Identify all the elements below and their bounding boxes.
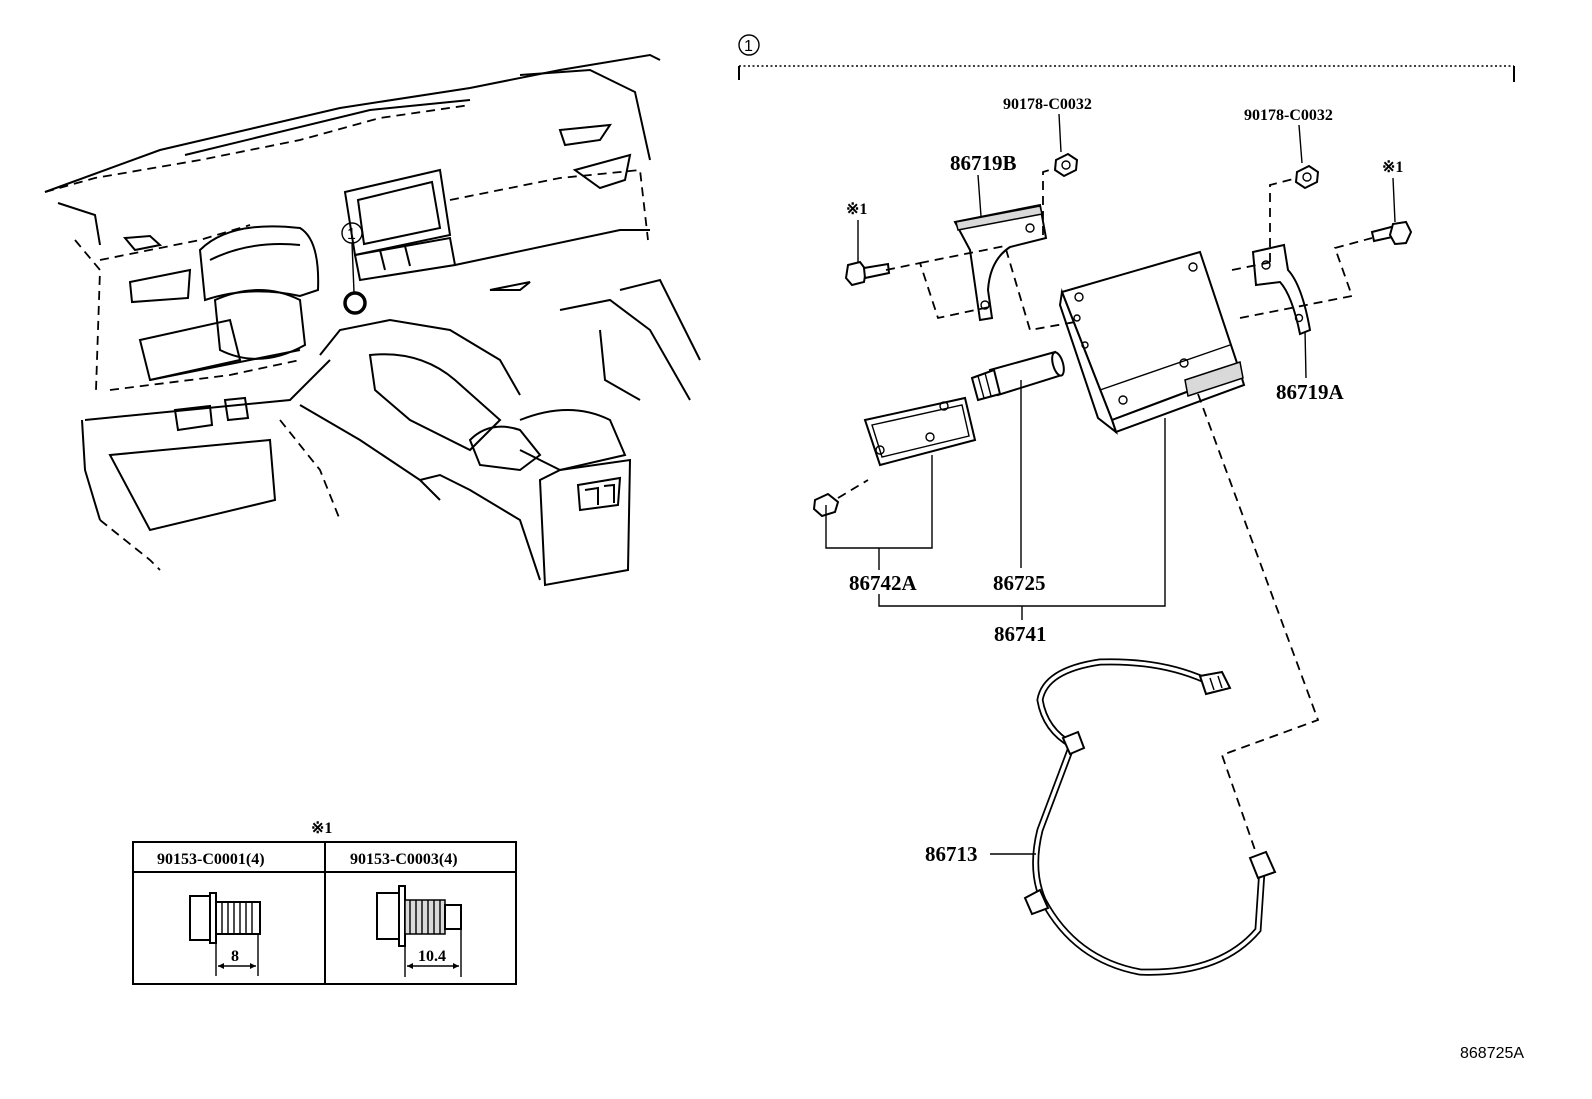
dashboard-illustration: 1 — [44, 53, 701, 587]
bolt-table: ※1 90153-C0001(4) 90153-C0003(4) 8 — [132, 820, 517, 985]
nut-part-number-right: 90178-C0032 — [1244, 107, 1333, 124]
control-module — [1058, 250, 1246, 435]
bolt-left — [844, 260, 891, 287]
wire-label: 86713 — [925, 842, 978, 866]
bolt-1-dimension: 8 — [231, 948, 239, 965]
nut-left — [1053, 152, 1079, 178]
bracket-b-label: 86719B — [950, 151, 1017, 175]
module-location-marker — [343, 291, 367, 315]
cover-label: 86742A — [849, 571, 918, 595]
diagram-code: 868725A — [1460, 1045, 1524, 1062]
nut-right — [1294, 164, 1320, 190]
bolt-2-dimension: 10.4 — [418, 948, 446, 965]
antenna-cylinder — [970, 350, 1065, 402]
bolt-ref-left: ※1 — [846, 201, 867, 218]
bracket-b — [953, 203, 1048, 322]
callout-number: 1 — [347, 226, 356, 243]
assembly-bracket: 1 — [738, 34, 1515, 82]
bolt-part-2: 90153-C0003(4) — [350, 851, 458, 868]
assembly-callout-circle — [738, 34, 760, 56]
bolt-ref-right: ※1 — [1382, 159, 1403, 176]
bolt-part-1: 90153-C0001(4) — [157, 851, 265, 868]
bolt-2-drawing: 10.4 — [376, 885, 462, 977]
bolt-table-ref: ※1 — [311, 820, 332, 837]
bolt-right — [1370, 220, 1413, 246]
wire-harness — [1023, 658, 1277, 976]
antenna-label: 86725 — [993, 571, 1046, 595]
bolt-1-drawing: 8 — [189, 892, 261, 976]
cover-plate — [863, 396, 977, 467]
assembly-lines — [837, 167, 1373, 851]
bracket-a-label: 86719A — [1276, 380, 1345, 404]
bracket-a — [1251, 243, 1312, 336]
assembly-callout-number: 1 — [744, 38, 753, 55]
nut-part-number-left: 90178-C0032 — [1003, 96, 1092, 113]
module-label: 86741 — [994, 622, 1047, 646]
